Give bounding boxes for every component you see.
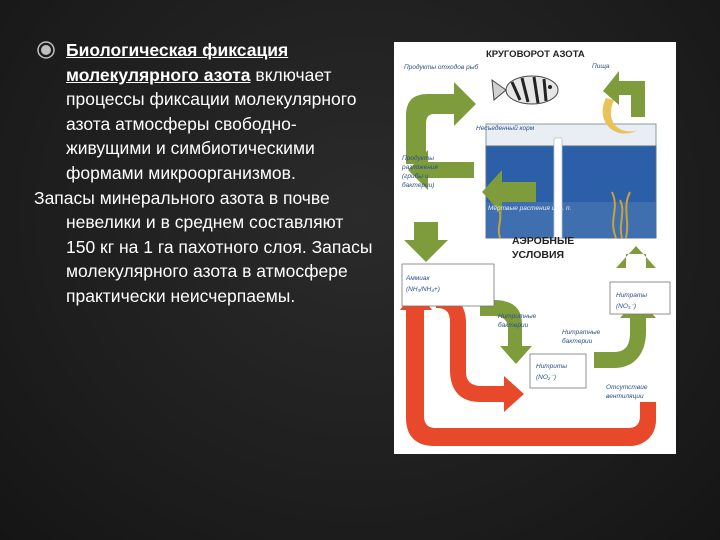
aerobic-label-1: АЭРОБНЫЕ: [512, 235, 574, 247]
nitrites-box: [529, 353, 587, 389]
dead-plants-label: Мёртвые растения и т. п.: [488, 205, 572, 212]
diagram-title: КРУГОВОРОТ АЗОТА: [486, 49, 585, 60]
nitrogen-cycle-diagram: КРУГОВОРОТ АЗОТА: [394, 42, 676, 454]
food-label: Пища: [592, 63, 610, 70]
nitrite-bacteria-label-1: Нитритные: [498, 313, 537, 320]
uneaten-food-label: Несъеденный корм: [476, 124, 535, 132]
nitrates-label-2: (NO₃⁻): [616, 303, 636, 310]
decay-label-2: разложения: [401, 164, 438, 171]
nitrate-bacteria-label-2: бактерии: [562, 337, 593, 345]
fish-icon: [491, 75, 559, 105]
aerobic-label-2: УСЛОВИЯ: [512, 249, 564, 261]
food-crescent-icon: [602, 98, 638, 134]
absence-label-1: Отсутствие: [606, 384, 648, 391]
nitrites-label-2: (NO₂⁻): [536, 374, 556, 381]
nitrites-label-1: Нитриты: [536, 363, 567, 370]
ammonia-box: [401, 263, 495, 307]
decay-label-4: бактерии): [402, 181, 434, 189]
fixation-heading: Биологическая фиксация молекулярного азо…: [66, 40, 289, 85]
ammonia-label-1: Аммиак: [405, 275, 430, 282]
ammonia-label-2: (NH₃/NH₄+): [406, 286, 440, 293]
nitrite-bacteria-label-2: бактерии: [498, 321, 529, 329]
paragraph-fixation: Биологическая фиксация молекулярного азо…: [34, 38, 374, 186]
fixation-text: включает процессы фиксации молекулярного…: [66, 64, 357, 183]
paragraph-reserves: Запасы минерального азота в почве невели…: [34, 187, 373, 306]
decay-label-1: Продукты: [402, 154, 434, 162]
nitrate-bacteria-label-1: Нитратные: [562, 329, 601, 336]
aquarium: [485, 123, 657, 239]
bullet-icon: [37, 41, 55, 59]
main-text: Биологическая фиксация молекулярного азо…: [34, 38, 374, 309]
decay-label-3: (грибы и: [402, 172, 429, 180]
nitrates-label-1: Нитраты: [616, 292, 647, 299]
fish-waste-label: Продукты отходов рыб: [404, 63, 478, 71]
nitrates-box: [609, 281, 671, 315]
green-arrows: [404, 71, 656, 368]
absence-label-2: вентиляции: [606, 393, 644, 400]
